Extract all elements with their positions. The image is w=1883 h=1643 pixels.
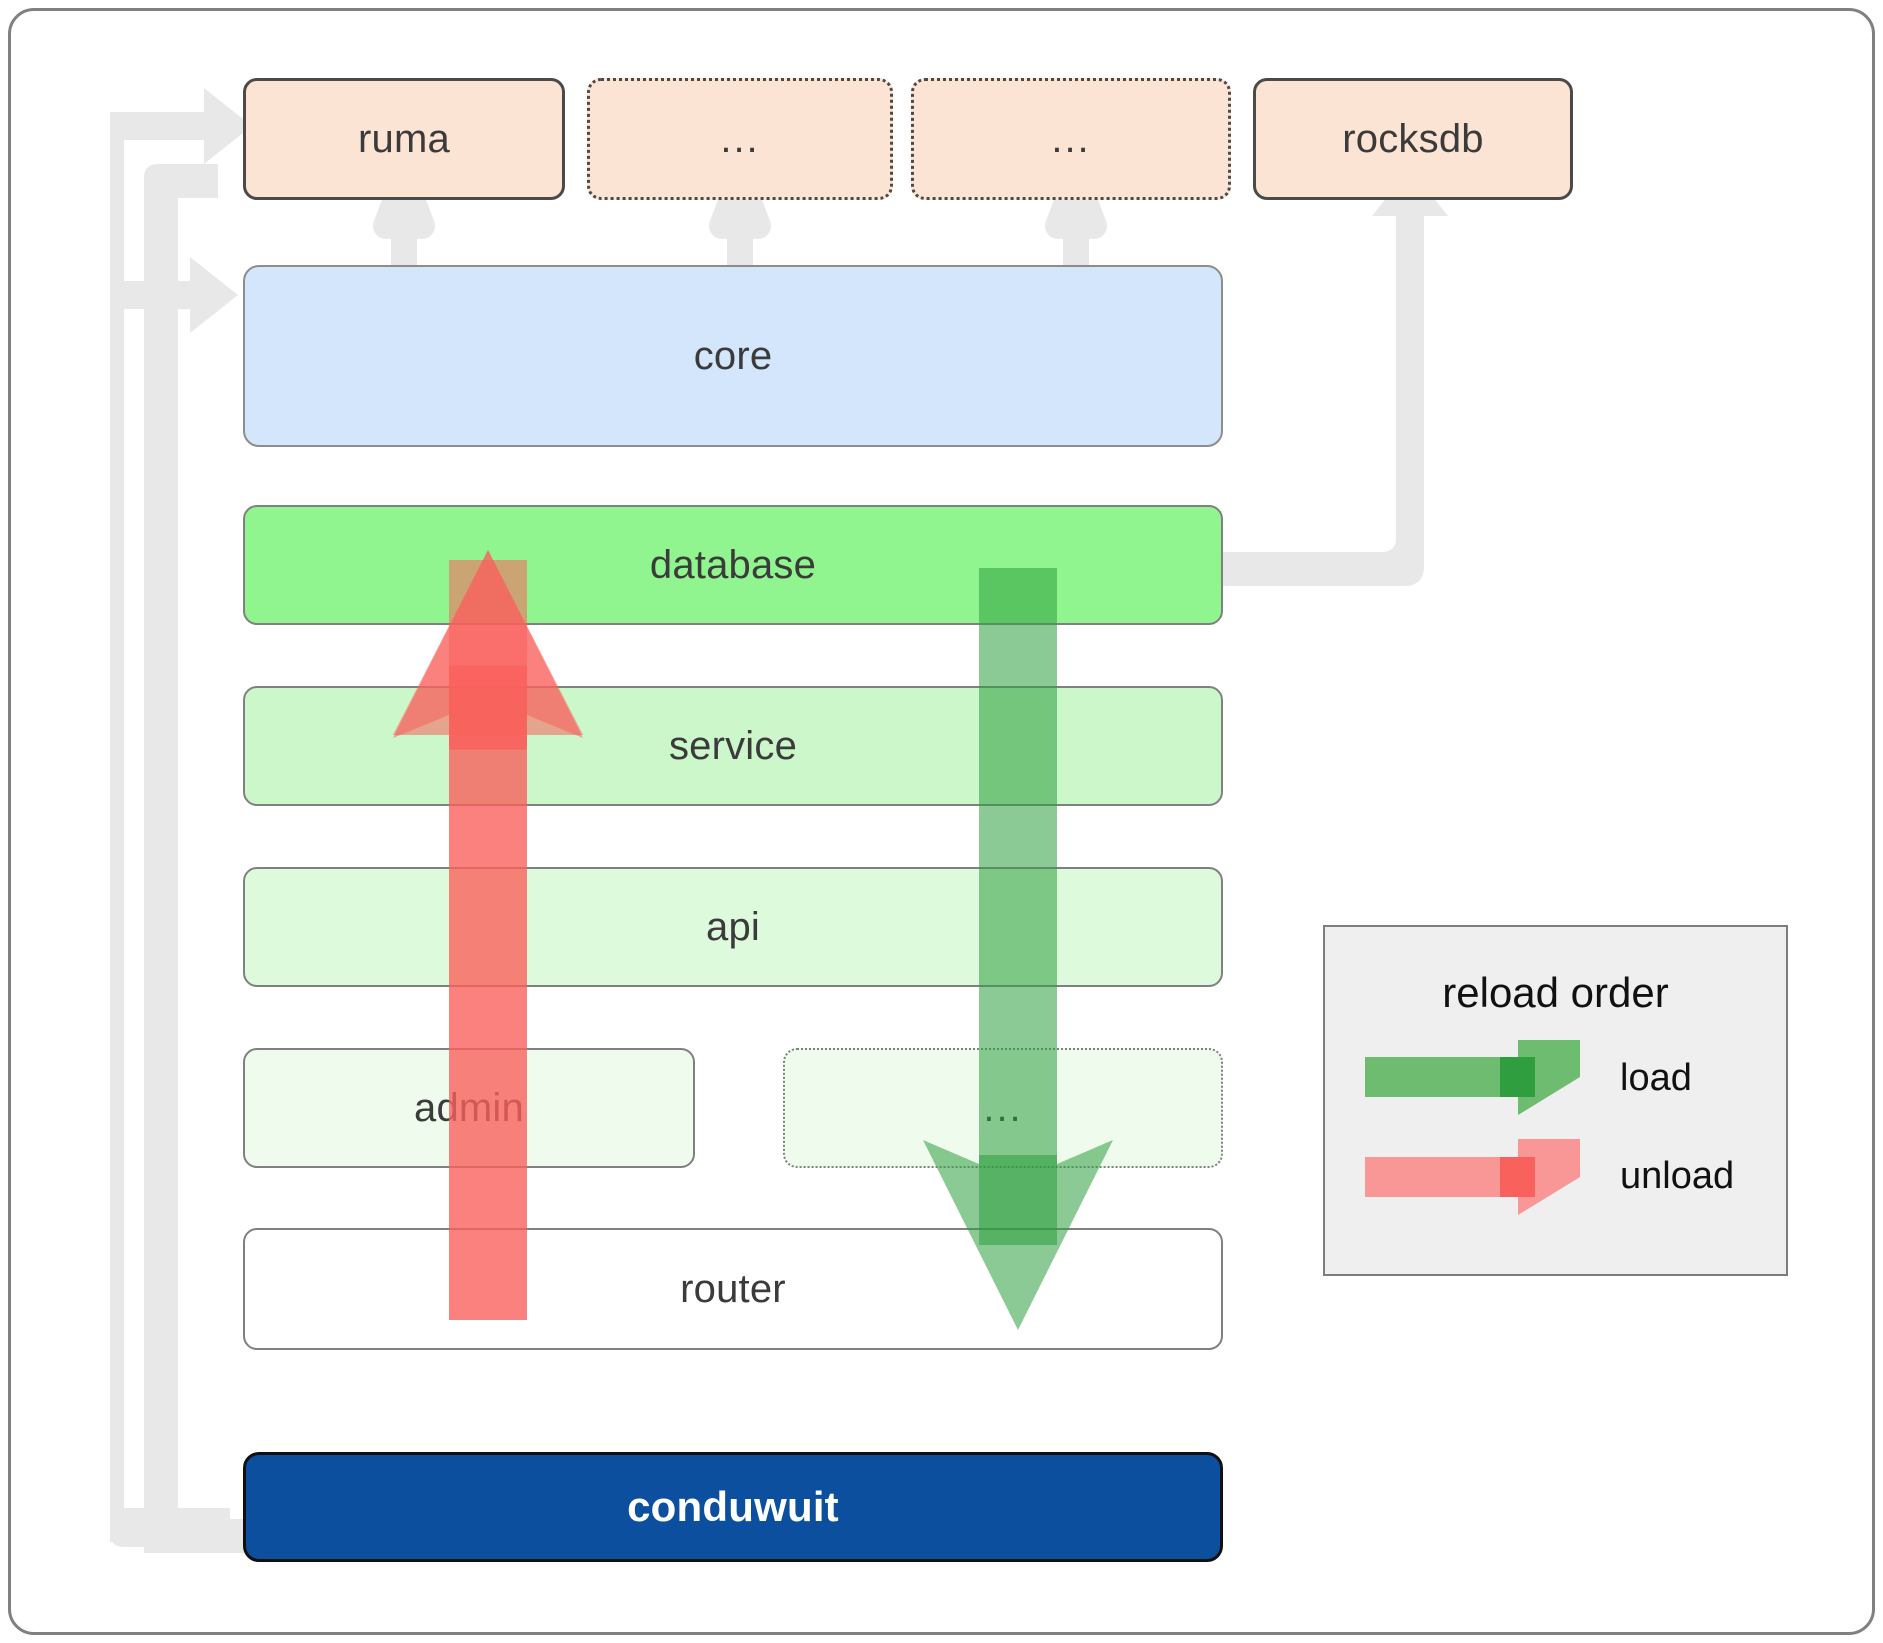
node-api-label: api bbox=[706, 904, 760, 949]
node-admin-label: admin bbox=[414, 1085, 524, 1130]
node-dots-3-label: ... bbox=[983, 1085, 1023, 1130]
node-ruma-label: ruma bbox=[358, 116, 450, 161]
node-service-label: service bbox=[668, 723, 798, 768]
node-conduwuit-label: conduwuit bbox=[627, 1483, 839, 1530]
legend-load-arrow-notch bbox=[1500, 1057, 1535, 1097]
node-dots-1-label: ... bbox=[720, 116, 760, 161]
legend-load-arrow bbox=[1365, 1040, 1580, 1115]
node-admin[interactable]: admin bbox=[243, 1048, 695, 1168]
conduwuit-to-core-arrow bbox=[110, 257, 238, 333]
node-router[interactable]: router bbox=[243, 1228, 1223, 1350]
node-core[interactable]: core bbox=[243, 265, 1223, 447]
node-core-label: core bbox=[693, 333, 773, 378]
node-rocksdb[interactable]: rocksdb bbox=[1253, 78, 1573, 200]
node-dots-1[interactable]: ... bbox=[587, 78, 893, 200]
node-service[interactable]: service bbox=[243, 686, 1223, 806]
node-dots-2[interactable]: ... bbox=[911, 78, 1231, 200]
node-router-label: router bbox=[680, 1266, 786, 1311]
legend-unload-arrow-notch bbox=[1500, 1157, 1535, 1197]
database-to-rocksdb-arrow bbox=[1222, 168, 1448, 586]
legend-unload-arrow bbox=[1365, 1139, 1580, 1215]
node-database-label: database bbox=[649, 542, 817, 587]
legend-title: reload order bbox=[1442, 969, 1669, 1016]
node-dots-3[interactable]: ... bbox=[783, 1048, 1223, 1168]
node-api[interactable]: api bbox=[243, 867, 1223, 987]
conduwuit-branch-connectors bbox=[110, 164, 244, 1553]
node-rocksdb-label: rocksdb bbox=[1342, 116, 1484, 161]
legend-label-load: load bbox=[1620, 1057, 1692, 1099]
node-conduwuit[interactable]: conduwuit bbox=[243, 1452, 1223, 1562]
conduwuit-to-ruma-arrow bbox=[110, 88, 252, 1542]
legend-arrows bbox=[1365, 1040, 1580, 1215]
node-dots-2-label: ... bbox=[1051, 116, 1091, 161]
legend-label-unload: unload bbox=[1620, 1155, 1735, 1197]
legend-box: reload order load unload bbox=[1323, 925, 1788, 1276]
node-database[interactable]: database bbox=[243, 505, 1223, 625]
node-ruma[interactable]: ruma bbox=[243, 78, 565, 200]
